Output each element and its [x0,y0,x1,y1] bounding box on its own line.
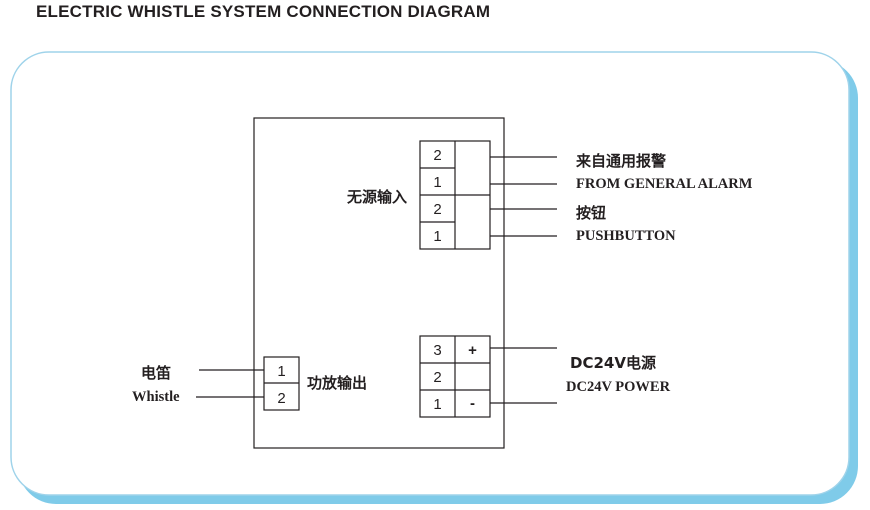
pushbutton-label-en: PUSHBUTTON [576,228,676,244]
whistle-label-en: Whistle [132,389,180,405]
power-terminal-block: 3 2 1 + - [419,335,491,418]
passive-input-terminal-1b: 1 [433,228,441,245]
amplifier-output-label: 功放输出 [307,374,367,392]
passive-input-terminal-2b: 2 [433,201,441,218]
power-label-en: DC24V POWER [566,379,671,395]
general-alarm-label-cn: 来自通用报警 [575,152,666,170]
passive-input-terminal-2a: 2 [433,147,441,164]
power-terminal-1: 1 [433,396,441,413]
amplifier-output-terminal-block: 1 2 [263,356,300,411]
power-terminal-3: 3 [433,342,441,359]
passive-input-terminal-1a: 1 [433,174,441,191]
power-positive-symbol: + [468,342,477,359]
pushbutton-label-cn: 按钮 [576,204,606,222]
power-terminal-2: 2 [433,369,441,386]
general-alarm-label-en: FROM GENERAL ALARM [576,176,753,192]
frame [10,51,850,496]
power-label-cn: DC24V电源 [570,354,656,372]
passive-input-label: 无源输入 [346,188,407,206]
whistle-label-cn: 电笛 [141,364,171,382]
passive-input-terminal-block: 2 1 2 1 [419,140,491,250]
device-box [253,117,505,449]
amplifier-terminal-2: 2 [277,390,285,407]
power-negative-symbol: - [470,395,475,412]
diagram-title: ELECTRIC WHISTLE SYSTEM CONNECTION DIAGR… [36,2,491,21]
amplifier-terminal-1: 1 [277,363,285,380]
